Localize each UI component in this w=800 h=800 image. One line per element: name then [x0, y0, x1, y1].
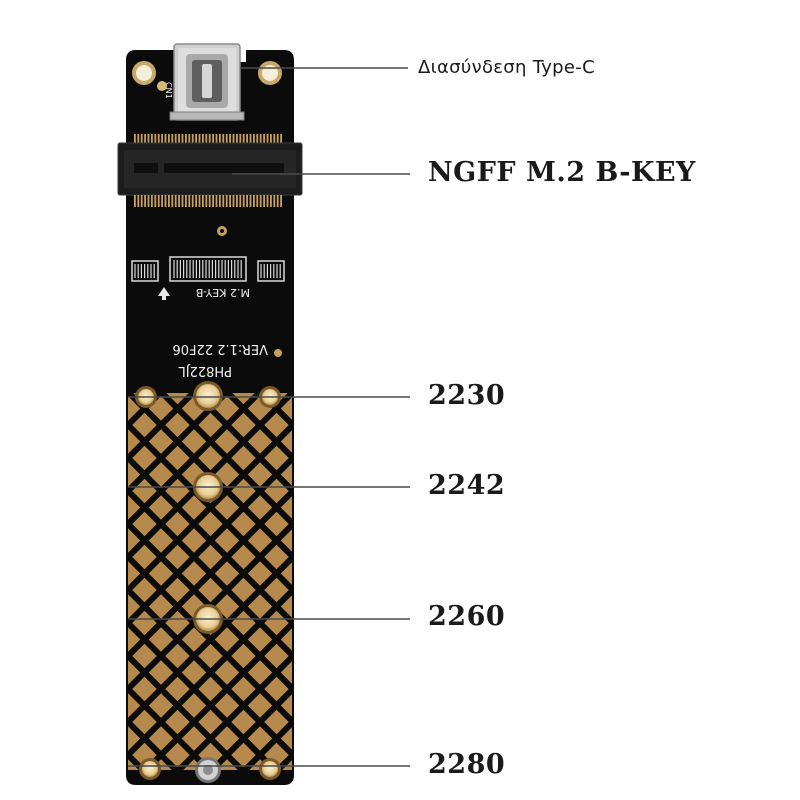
- test-pad: [157, 81, 167, 91]
- top-mounting-hole-left: [132, 61, 156, 85]
- fiducial-dot: [274, 349, 282, 357]
- standoff-hole-2280: [195, 757, 221, 783]
- callout-2230: 2230: [428, 380, 506, 411]
- callout-ngff-m2-b-key: NGFF M.2 B-KEY: [428, 157, 696, 188]
- via-pad: [217, 226, 227, 236]
- silkscreen-key-label: M.2 KEY-B: [196, 286, 250, 299]
- pcb-board: [126, 50, 294, 785]
- silkscreen-model-label: PH822JL: [178, 363, 232, 378]
- usb-type-c-connector: CN1: [164, 43, 245, 121]
- arrow-icon: [158, 287, 170, 300]
- corner-hole-2280-right: [259, 758, 281, 780]
- silkscreen-version-label: VER:1.2 22F06: [173, 341, 269, 356]
- callout-2260: 2260: [428, 601, 506, 632]
- corner-hole-2280-left: [139, 758, 161, 780]
- callout-2280: 2280: [428, 749, 506, 780]
- gold-lattice-area: [128, 392, 292, 770]
- m2-slot-connector: [117, 134, 303, 207]
- silkscreen-footprint: [131, 256, 285, 282]
- silkscreen-cn1: CN1: [164, 82, 173, 99]
- callout-2242: 2242: [428, 470, 506, 501]
- leader-lines: [128, 67, 410, 767]
- standoff-hole-2230: [193, 381, 223, 411]
- top-mounting-hole-right: [258, 61, 282, 85]
- callout-type-c: Διασύνδεση Type-C: [418, 57, 595, 78]
